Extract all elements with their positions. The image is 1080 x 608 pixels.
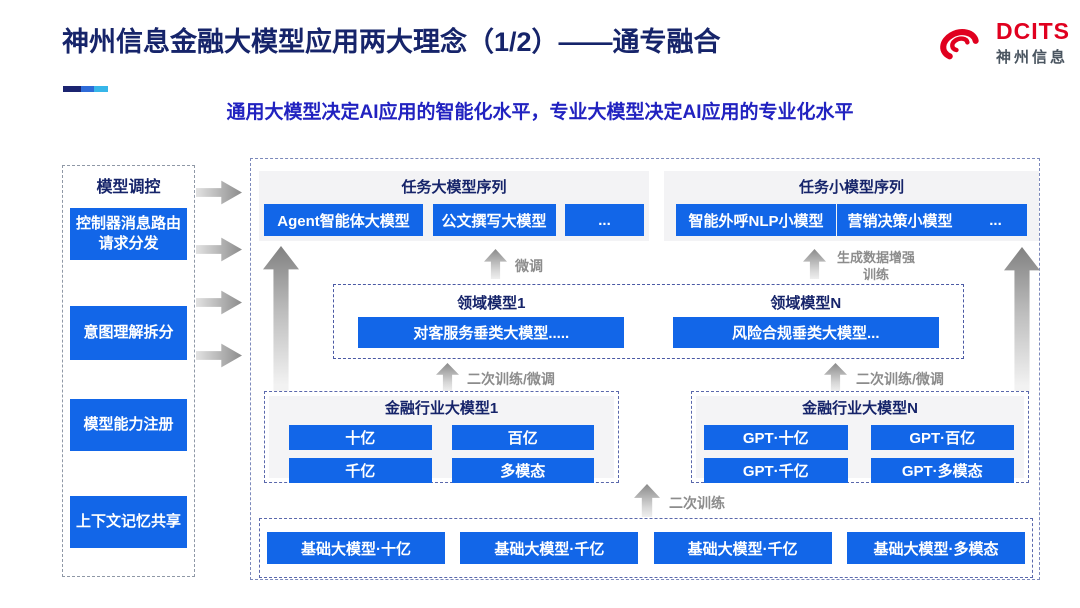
node-base-100b-b: 基础大模型·千亿 [653,532,832,564]
model-control-panel: 模型调控 控制器消息路由请求分发 意图理解拆分 模型能力注册 上下文记忆共享 [62,165,195,577]
slide-subtitle: 通用大模型决定AI应用的智能化水平，专业大模型决定AI应用的专业化水平 [226,102,854,123]
retrain-ft-arrow-left [436,363,459,391]
industry-n-items: GPT·十亿 GPT·百亿 GPT·千亿 GPT·多模态 [704,425,1014,483]
node-base-multimodal: 基础大模型·多模态 [846,532,1025,564]
node-gpt-multimodal: GPT·多模态 [870,458,1014,483]
industry-1-items: 十亿 百亿 千亿 多模态 [289,425,594,483]
sidebar-title: 模型调控 [96,179,161,196]
task-small-title: 任务小模型序列 [798,179,904,196]
gen-data-label: 生成数据增强训练 [836,250,915,282]
node-1b: 十亿 [289,425,432,450]
node-100b: 千亿 [289,458,432,483]
task-small-items: 智能外呼NLP小模型 营销决策小模型 ... [664,204,1039,236]
node-task-small-more: ... [964,204,1027,236]
retrain-label: 二次训练 [669,495,725,511]
retrain-ft-label-left: 二次训练/微调 [467,371,555,387]
domain-1-title: 领域模型1 [457,295,526,312]
node-gpt-1b: GPT·十亿 [704,425,848,450]
accent-segment-blue [81,86,94,92]
task-large-items: Agent智能体大模型 公文撰写大模型 ... [259,204,649,236]
industry-n-title: 金融行业大模型N [802,400,918,417]
task-large-model-group: 任务大模型序列 Agent智能体大模型 公文撰写大模型 ... [259,171,649,241]
retrain-arrow [634,484,660,517]
sidebar-item-register: 模型能力注册 [70,399,187,451]
industry-model-n-group: 金融行业大模型N GPT·十亿 GPT·百亿 GPT·千亿 GPT·多模态 [691,391,1029,483]
page-title: 神州信息金融大模型应用两大理念（1/2）——通专融合 [62,27,721,57]
retrain-ft-arrow-right [824,363,847,391]
accent-segment-cyan [94,86,108,92]
logo-brand: DCITS [996,18,1070,45]
node-doc-writing-model: 公文撰写大模型 [432,204,556,236]
sidebar-item-context: 上下文记忆共享 [70,496,187,548]
node-base-100b-a: 基础大模型·千亿 [460,532,639,564]
flow-arrow-right-2 [196,237,242,262]
industry-1-title: 金融行业大模型1 [384,400,499,417]
node-base-1b: 基础大模型·十亿 [267,532,445,564]
model-architecture-diagram: 任务大模型序列 Agent智能体大模型 公文撰写大模型 ... 任务小模型序列 … [250,158,1040,580]
tall-up-arrow-right [1004,247,1040,393]
node-customer-service-model: 对客服务垂类大模型..... [358,317,625,348]
node-agent-model: Agent智能体大模型 [264,204,423,236]
domain-n-title: 领域模型N [770,295,842,312]
node-outbound-nlp-model: 智能外呼NLP小模型 [676,204,836,236]
retrain-ft-label-right: 二次训练/微调 [856,371,944,387]
title-accent-bar [63,86,108,92]
domain-models-group: 领域模型1 对客服务垂类大模型..... 领域模型N 风险合规垂类大模型... [333,284,964,359]
node-risk-compliance-model: 风险合规垂类大模型... [672,317,939,348]
task-small-model-group: 任务小模型序列 智能外呼NLP小模型 营销决策小模型 ... [664,171,1039,241]
fine-tune-arrow [484,249,507,279]
accent-segment-navy [63,86,81,92]
node-marketing-model: 营销决策小模型 [836,204,964,236]
dcits-logo: DCITS 神州信息 [932,18,1070,68]
sidebar-item-router: 控制器消息路由请求分发 [70,208,187,260]
domain-model-1: 领域模型1 对客服务垂类大模型..... [334,285,649,358]
gen-data-arrow [803,249,826,279]
fine-tune-label: 微调 [515,258,543,274]
industry-model-1-group: 金融行业大模型1 十亿 百亿 千亿 多模态 [264,391,619,483]
logo-brand-cn: 神州信息 [996,48,1069,66]
logo-text: DCITS 神州信息 [996,19,1070,66]
flow-arrow-right-3 [196,290,242,315]
node-gpt-10b: GPT·百亿 [870,425,1014,450]
flow-arrow-right-4 [196,343,242,368]
flow-arrow-right-1 [196,180,242,205]
node-gpt-100b: GPT·千亿 [704,458,848,483]
base-models-group: 基础大模型·十亿 基础大模型·千亿 基础大模型·千亿 基础大模型·多模态 [259,518,1033,578]
node-10b: 百亿 [451,425,594,450]
task-large-title: 任务大模型序列 [401,179,507,196]
node-task-large-more: ... [565,204,644,236]
tall-up-arrow-left [263,246,299,392]
domain-model-n: 领域模型N 风险合规垂类大模型... [649,285,964,358]
dcits-swirl-icon [940,29,979,60]
sidebar-item-intent: 意图理解拆分 [70,306,187,360]
node-multimodal: 多模态 [451,458,594,483]
